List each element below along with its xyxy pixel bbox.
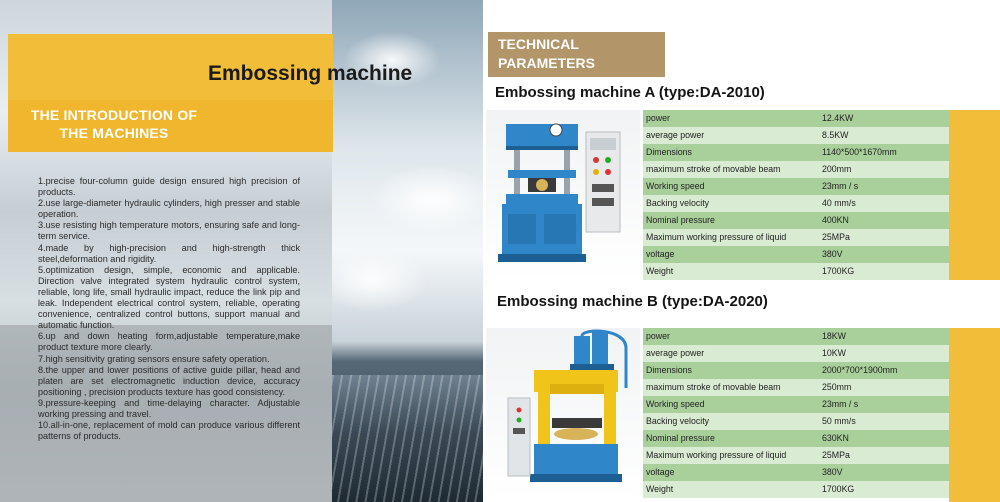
- building-image: [332, 375, 483, 502]
- param-value: 380V: [819, 246, 949, 263]
- technical-parameters-header: TECHNICAL PARAMETERS: [488, 32, 665, 77]
- feature-item: 2.use large-diameter hydraulic cylinders…: [38, 198, 300, 220]
- param-name: maximum stroke of movable beam: [643, 161, 819, 178]
- param-value: 25MPa: [819, 447, 949, 464]
- param-value: 12.4KW: [819, 110, 949, 127]
- param-value: 8.5KW: [819, 127, 949, 144]
- param-value: 380V: [819, 464, 949, 481]
- param-name: voltage: [643, 246, 819, 263]
- param-name: Maximum working pressure of liquid: [643, 229, 819, 246]
- param-value: 18KW: [819, 328, 949, 345]
- introduction-panel: Embossing machine THE INTRODUCTION OF TH…: [0, 0, 483, 502]
- param-name: Weight: [643, 263, 819, 280]
- param-value: 250mm: [819, 379, 949, 396]
- param-value: 1140*500*1670mm: [819, 144, 949, 161]
- param-name: voltage: [643, 464, 819, 481]
- feature-item: 1.precise four-column guide design ensur…: [38, 176, 300, 198]
- param-value: 1700KG: [819, 481, 949, 498]
- param-value: 200mm: [819, 161, 949, 178]
- param-value: 10KW: [819, 345, 949, 362]
- param-name: Nominal pressure: [643, 430, 819, 447]
- param-value: 50 mm/s: [819, 413, 949, 430]
- param-name: Dimensions: [643, 362, 819, 379]
- feature-item: 5.optimization design, simple, economic …: [38, 264, 300, 331]
- param-name: Working speed: [643, 178, 819, 195]
- param-value: 630KN: [819, 430, 949, 447]
- machine-b-yellow-accent: [949, 328, 1000, 502]
- param-value: 40 mm/s: [819, 195, 949, 212]
- machine-a-yellow-accent: [949, 110, 1000, 280]
- param-name: Backing velocity: [643, 413, 819, 430]
- param-name: Backing velocity: [643, 195, 819, 212]
- feature-item: 4.made by high-precision and high-streng…: [38, 242, 300, 264]
- feature-item: 6.up and down heating form,adjustable te…: [38, 331, 300, 353]
- intro-heading-line2: THE MACHINES: [59, 125, 169, 141]
- param-name: Maximum working pressure of liquid: [643, 447, 819, 464]
- param-name: average power: [643, 345, 819, 362]
- machine-a-title: Embossing machine A (type:DA-2010): [495, 84, 765, 101]
- param-value: 400KN: [819, 212, 949, 229]
- param-value: 23mm / s: [819, 396, 949, 413]
- param-value: 2000*700*1900mm: [819, 362, 949, 379]
- tech-header-line2: PARAMETERS: [498, 55, 595, 71]
- intro-heading: THE INTRODUCTION OF THE MACHINES: [14, 106, 214, 142]
- embossing-machine-a-illustration: [498, 123, 621, 262]
- feature-item: 8.the upper and lower positions of activ…: [38, 364, 300, 397]
- intro-heading-line1: THE INTRODUCTION OF: [30, 107, 198, 123]
- param-name: Weight: [643, 481, 819, 498]
- page-title: Embossing machine: [208, 62, 413, 85]
- param-name: Dimensions: [643, 144, 819, 161]
- param-value: 25MPa: [819, 229, 949, 246]
- feature-item: 3.use resisting high temperature motors,…: [38, 220, 300, 242]
- param-name: maximum stroke of movable beam: [643, 379, 819, 396]
- feature-item: 10.all-in-one, replacement of mold can p…: [38, 420, 300, 442]
- feature-list: 1.precise four-column guide design ensur…: [38, 176, 300, 442]
- param-name: Working speed: [643, 396, 819, 413]
- machine-a-image: [486, 110, 640, 280]
- intro-yellow-block: [8, 34, 333, 152]
- param-value: 1700KG: [819, 263, 949, 280]
- feature-item: 7.high sensitivity grating sensors ensur…: [38, 353, 270, 364]
- tech-header-line1: TECHNICAL: [498, 36, 579, 52]
- machine-b-image: [486, 328, 640, 500]
- gray-overlay-band: [0, 325, 332, 502]
- param-name: average power: [643, 127, 819, 144]
- param-value: 23mm / s: [819, 178, 949, 195]
- embossing-machine-b-illustration: [507, 329, 628, 482]
- param-name: Nominal pressure: [643, 212, 819, 229]
- param-name: power: [643, 328, 819, 345]
- feature-item: 9.pressure-keeping and time-delaying cha…: [38, 397, 300, 419]
- machine-b-title: Embossing machine B (type:DA-2020): [497, 293, 768, 310]
- param-name: power: [643, 110, 819, 127]
